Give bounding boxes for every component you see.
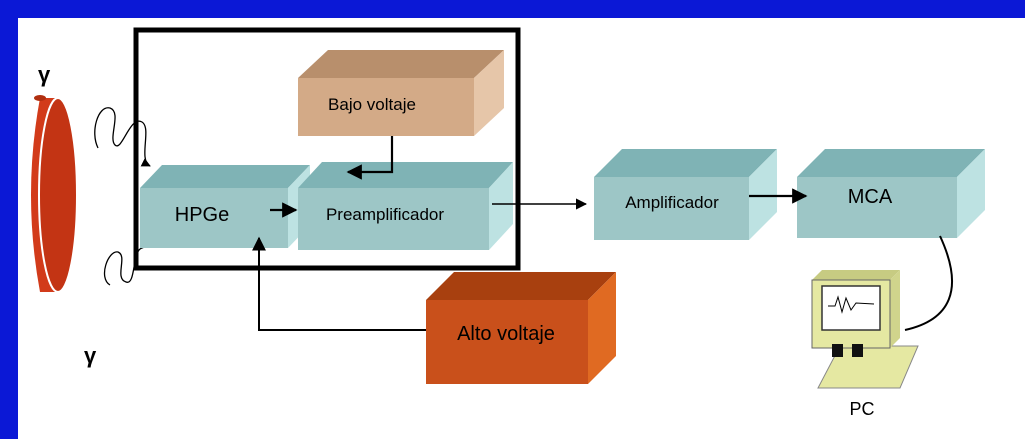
- gamma-label-top: γ: [38, 62, 51, 87]
- alto-voltaje-box: [426, 272, 616, 384]
- alto-voltaje-label: Alto voltaje: [457, 323, 555, 345]
- detector-enclosure: [133, 27, 521, 271]
- pc-computer: [811, 270, 919, 389]
- pc-label: PC: [849, 399, 874, 419]
- spectrum-screen: [828, 295, 875, 314]
- preamplificador-label: Preamplificador: [326, 205, 444, 224]
- bajo-voltaje-box: [298, 50, 504, 136]
- cable-mca-to-pc: [904, 235, 954, 331]
- bajo-voltaje-label: Bajo voltaje: [328, 95, 416, 114]
- arrow-alto-to-hpge: [252, 236, 426, 331]
- amplificador-box: [594, 149, 777, 240]
- gamma-source: [31, 95, 78, 293]
- arrow-bajo-to-pre: [346, 136, 394, 180]
- gamma-ray-top: [94, 107, 151, 167]
- mca-box: [797, 149, 985, 238]
- mca-label: MCA: [848, 186, 893, 208]
- amplificador-label: Amplificador: [625, 193, 719, 212]
- gamma-label-bottom: γ: [84, 343, 97, 368]
- hpge-label: HPGe: [175, 204, 229, 226]
